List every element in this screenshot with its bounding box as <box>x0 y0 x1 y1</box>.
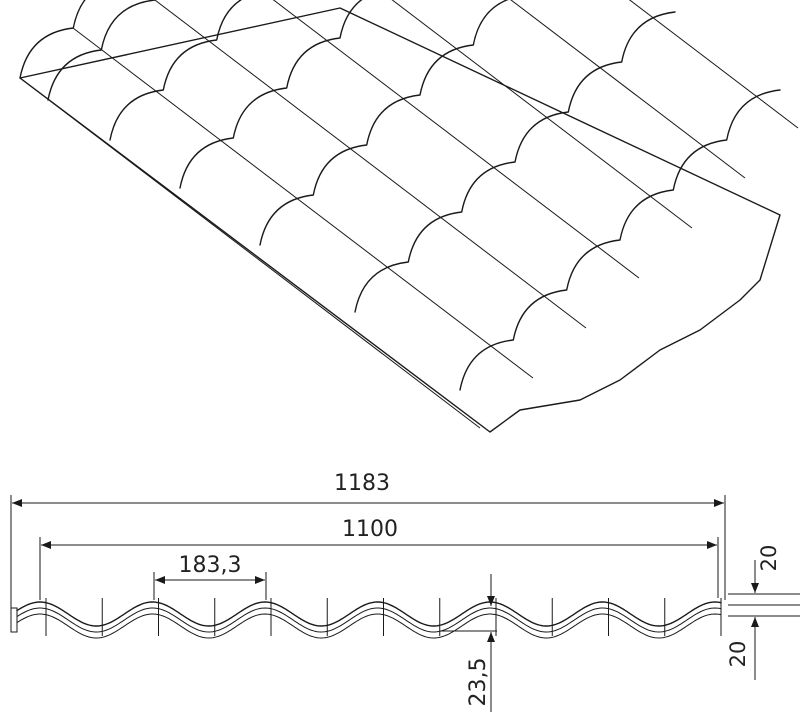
cross-section-profile <box>10 598 722 639</box>
profile-height-label: 23,5 <box>466 658 491 707</box>
sheet-row-edge <box>109 0 243 141</box>
sheet-wave-line <box>154 0 587 329</box>
dimension-effective-width: 1100 <box>39 517 719 600</box>
sheet-row-edge <box>47 0 156 101</box>
dimension-step-bottom: 20 <box>726 615 800 680</box>
step-top-label: 20 <box>757 545 781 572</box>
sheet-row-edge <box>19 0 86 79</box>
sheet-row-edge <box>354 11 676 313</box>
wave-pitch-label: 183,3 <box>179 553 242 578</box>
step-bottom-label: 20 <box>726 641 750 668</box>
sheet-outline <box>19 7 781 433</box>
sheet-wave-line <box>628 0 799 129</box>
profile-left-end <box>10 607 18 633</box>
sheet-wave-line <box>272 0 640 279</box>
sheet-wave-line <box>510 0 746 179</box>
dimension-overall-width: 1183 <box>10 471 726 612</box>
sheet-row-edge <box>259 0 509 246</box>
effective-width-label: 1100 <box>342 517 398 542</box>
sheet-row-edge <box>459 89 781 391</box>
sheet-wave-line <box>72 27 534 379</box>
overall-width-label: 1183 <box>334 471 390 496</box>
dimension-profile-height: 23,5 <box>440 574 497 712</box>
sheet-row-edge <box>179 0 363 189</box>
dimension-step-top: 20 <box>728 545 800 606</box>
sheet-wave-line <box>391 0 693 229</box>
isometric-sheet-view <box>19 0 799 433</box>
dimension-wave-pitch: 183,3 <box>153 553 267 600</box>
